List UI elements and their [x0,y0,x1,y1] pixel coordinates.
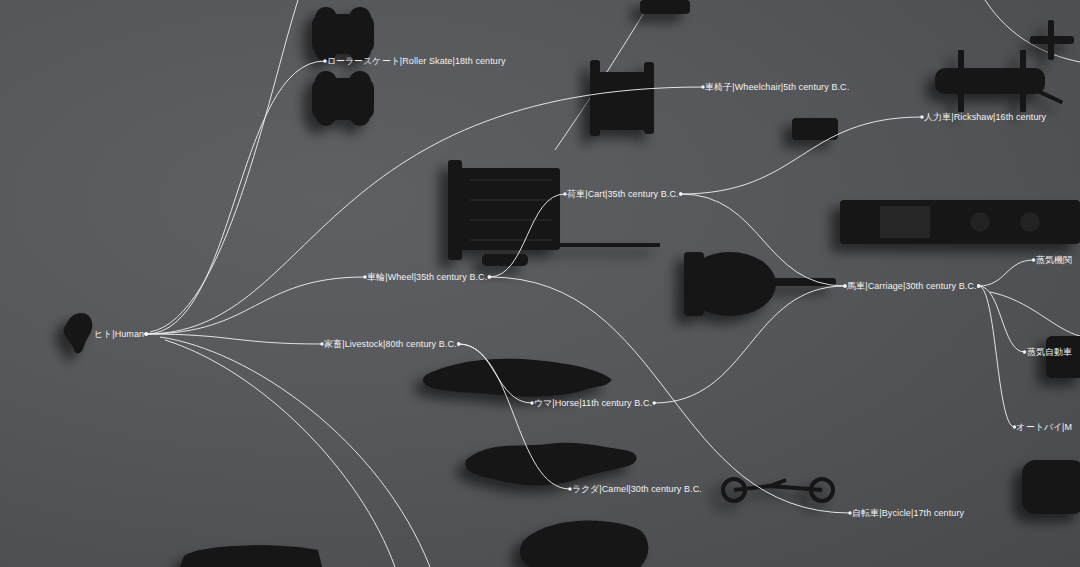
timeline-label: 車椅子|Wheelchair|5th century B.C. [703,81,851,94]
junction-dot [563,192,566,195]
label-text: 人力車|Rickshaw|16th century [924,112,1046,123]
junction-dot [457,342,460,345]
junction-dot [977,284,980,287]
timeline-label: 蒸気機関 [1034,254,1074,267]
timeline-label: 馬車|Carriage|30th century B.C. [845,280,979,293]
lineage-line [489,194,565,277]
toy-piece [640,0,690,14]
junction-dot [320,342,323,345]
junction-dot [144,332,147,335]
junction-dot [679,192,682,195]
lineage-line [979,260,1034,286]
label-text: 馬車|Carriage|30th century B.C. [847,281,977,292]
human-figure [64,313,93,353]
junction-dot [920,115,923,118]
timeline-label: 自転車|Bycicle|17th century [850,507,966,520]
junction-dot [843,284,846,287]
label-text: ウマ|Horse|11th century B.C. [534,398,652,409]
junction-dot [701,85,704,88]
junction-dot [530,401,533,404]
label-text: オートバイ|M [1016,422,1072,433]
toy-figures [64,0,1080,567]
junction-dot [652,401,655,404]
lineage-line [681,194,845,286]
junction-dot [679,192,682,195]
lineage-line [146,87,703,334]
label-text: ラクダ|Camel|30th century B.C. [572,484,702,495]
timeline-label: 車輪|Wheel|35th century B.C. [365,271,489,284]
label-text: 自転車|Bycicle|17th century [852,508,964,519]
junction-dot [488,275,491,278]
aircraft-figure [1030,20,1074,60]
cart-figure [448,160,660,266]
wheelchair-figure [590,60,654,136]
animal-figure [520,521,648,567]
label-text: 蒸気機関 [1036,255,1072,266]
timeline-label: ローラースケート|Roller Skate|18th century [325,55,508,68]
lineage-line [979,286,1025,352]
label-text: 蒸気自動車 [1027,347,1073,358]
timeline-label: ヒト|Human [92,328,146,341]
branch-line [165,340,395,567]
roller-skate-figure [312,7,374,126]
lineage-line [146,61,325,334]
rickshaw-figure [792,118,838,140]
lineage-line [681,117,922,194]
junction-dot [144,332,147,335]
horse-figure [423,359,612,397]
label-text: 車椅子|Wheelchair|5th century B.C. [705,82,849,93]
lineage-line [979,286,1015,427]
timeline-label: ウマ|Horse|11th century B.C. [532,397,654,410]
car-figure [180,545,322,567]
timeline-label: 荷車|Cart|35th century B.C. [565,188,681,201]
branch-line [160,337,430,567]
branch-lines [150,0,1080,567]
label-text: 車輪|Wheel|35th century B.C. [367,272,487,283]
lineage-line [146,334,322,344]
lineage-line [654,286,845,403]
junction-dot [568,487,571,490]
carriage-figure [684,252,836,316]
label-text: ローラースケート|Roller Skate|18th century [327,56,506,67]
junction-dot [488,275,491,278]
lineage-line [146,277,365,334]
junction-dot [1013,425,1016,428]
junction-dot [977,284,980,287]
junction-dot [144,332,147,335]
camel-figure [465,443,636,486]
timeline-label: 蒸気自動車 [1025,346,1075,359]
junction-dot [1032,258,1035,261]
branch-line [990,292,1080,336]
branch-line [555,0,652,150]
junction-dot [843,284,846,287]
label-text: ヒト|Human [94,329,144,340]
steam-car-figure [1046,336,1080,378]
motorbike-figure [1022,460,1080,514]
junction-dot [363,275,366,278]
junction-dot [977,284,980,287]
junction-dot [457,342,460,345]
branch-line [985,0,1080,62]
propeller-craft-figure [935,50,1063,112]
lineage-line [489,277,850,513]
junction-dot [1023,350,1026,353]
branch-line [150,0,298,332]
timeline-label: オートバイ|M [1014,421,1074,434]
label-text: 家畜|Livestock|80th century B.C. [324,339,457,350]
lineage-line [459,344,570,489]
label-text: 荷車|Cart|35th century B.C. [567,189,679,200]
junction-dot [323,59,326,62]
junction-dot [848,511,851,514]
timeline-label: 人力車|Rickshaw|16th century [922,111,1048,124]
junction-dot [144,332,147,335]
locomotive-figure [840,200,1080,244]
timeline-label: ラクダ|Camel|30th century B.C. [570,483,704,496]
timeline-label: 家畜|Livestock|80th century B.C. [322,338,459,351]
